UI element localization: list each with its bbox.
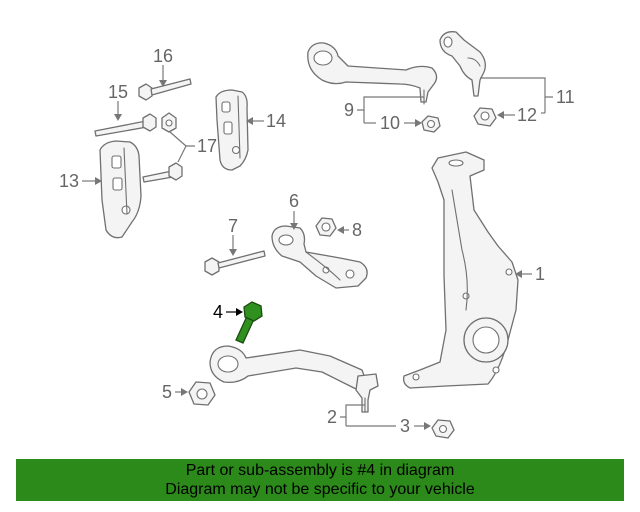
callout-12: 12 (517, 105, 537, 125)
diagram-note-banner: Part or sub-assembly is #4 in diagram Di… (16, 459, 624, 501)
callout-3: 3 (400, 416, 410, 436)
callout-8: 8 (352, 220, 362, 240)
lower-control-arm (209, 345, 379, 413)
callout-9: 9 (344, 100, 354, 120)
bolt-4-highlighted (235, 301, 263, 344)
callout-2: 2 (327, 407, 337, 427)
bolt-7 (204, 250, 266, 276)
callout-14: 14 (266, 111, 286, 131)
bracket-13 (99, 140, 142, 239)
callout-10: 10 (380, 113, 400, 133)
bolt-16 (138, 78, 192, 101)
banner-line-disclaimer: Diagram may not be specific to your vehi… (165, 481, 475, 498)
callout-17: 17 (197, 136, 217, 156)
bolt-17-b (142, 162, 183, 183)
callout-13: 13 (59, 171, 79, 191)
callout-7: 7 (228, 216, 238, 236)
callout-11: 11 (556, 87, 575, 107)
nut-10 (421, 115, 441, 133)
bolt-15 (94, 113, 157, 137)
callout-1: 1 (535, 264, 545, 284)
steering-knuckle-1 (402, 151, 519, 389)
callout-15: 15 (108, 82, 128, 102)
lower-arm-6 (271, 225, 368, 289)
banner-line-part-number: Part or sub-assembly is #4 in diagram (185, 462, 455, 479)
callout-6: 6 (289, 191, 299, 211)
nut-3 (431, 419, 455, 439)
bracket-14 (215, 89, 249, 171)
upper-control-arm-9 (307, 42, 438, 105)
callout-16: 16 (153, 46, 173, 66)
callout-5: 5 (162, 382, 172, 402)
ball-joint-11 (439, 31, 486, 97)
nut-8 (315, 217, 337, 237)
nut-5 (188, 381, 216, 406)
nut-12 (473, 107, 497, 127)
bolt-17-a (161, 112, 177, 133)
callout-4: 4 (213, 302, 223, 322)
